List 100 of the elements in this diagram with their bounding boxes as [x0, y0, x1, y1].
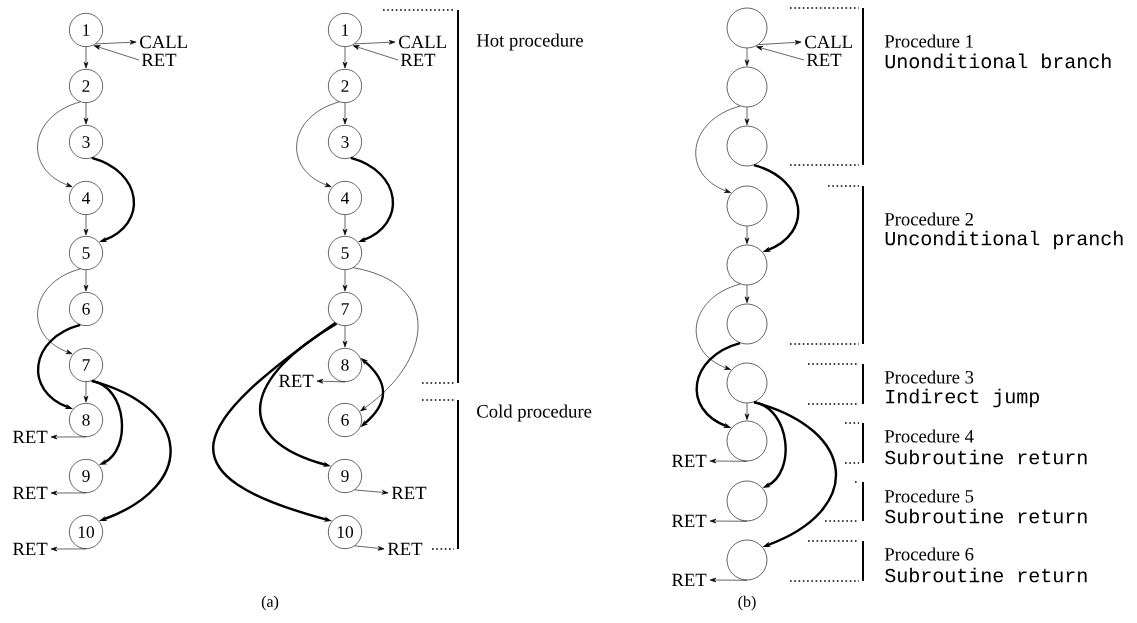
circle-node: 8 [328, 348, 362, 382]
text-label: RET [806, 53, 842, 67]
circle-node: 5 [328, 236, 362, 270]
curved-arrow [753, 400, 787, 488]
circle-node [726, 244, 768, 286]
circle-node: 10 [69, 515, 103, 549]
code-label: Subroutine return [885, 508, 1087, 524]
procedure-label: Procedure 6 [884, 547, 974, 561]
curved-arrow [91, 156, 135, 243]
circle-node: 9 [69, 459, 103, 493]
text-label: RET [141, 53, 177, 67]
circle-node: 2 [69, 69, 103, 103]
arrow [709, 458, 748, 464]
arrow [352, 45, 399, 61]
arrow [93, 45, 140, 61]
curved-arrow [753, 400, 837, 547]
arrow [342, 325, 348, 348]
circle-node [726, 185, 768, 227]
circle-node: 3 [328, 125, 362, 159]
text-label: RET [387, 542, 423, 556]
curved-arrow [259, 322, 338, 467]
procedure-label: Procedure 2 [884, 212, 973, 226]
circle-node [726, 480, 768, 522]
circle-node: 2 [328, 69, 362, 103]
arrow [342, 46, 348, 69]
code-label: Indirect jump [886, 388, 1039, 408]
arrow [50, 434, 87, 440]
circle-node: 10 [328, 515, 362, 549]
circle-node: 1 [328, 13, 362, 47]
code-label: Unonditional branch [885, 53, 1111, 69]
arrow [354, 40, 396, 45]
curved-arrow [37, 323, 81, 410]
text-label: RET [400, 53, 436, 67]
circle-node: 4 [328, 181, 362, 215]
circle-node [726, 420, 768, 462]
code-label: Subroutine return [885, 567, 1087, 583]
arrow [744, 226, 750, 245]
curved-arrow [91, 379, 172, 522]
arrow [756, 46, 805, 61]
arrow [342, 214, 348, 236]
circle-node: 6 [328, 403, 362, 437]
code-label: Subroutine return [885, 449, 1087, 465]
arrow [342, 269, 348, 292]
text-label: CALL [805, 35, 852, 49]
procedure-label: Procedure 1 [884, 34, 973, 48]
circle-node: 7 [328, 292, 362, 326]
text-label: RET [672, 573, 707, 587]
circle-node: 3 [69, 125, 103, 159]
circle-node [726, 7, 768, 49]
procedure-label: Procedure 4 [884, 429, 974, 443]
subfigure-caption: (b) [738, 595, 756, 611]
arrow [83, 46, 89, 69]
arrow [50, 546, 87, 552]
curved-arrow [695, 105, 741, 193]
circle-node: 7 [69, 348, 103, 382]
subfigure-caption: (a) [261, 595, 279, 611]
text-label: RET [279, 374, 314, 388]
circle-node: 5 [69, 236, 103, 270]
curved-arrow [37, 268, 81, 355]
arrow [342, 102, 348, 125]
arrow [95, 40, 137, 45]
text-label: RET [13, 486, 48, 500]
curved-arrow [353, 267, 419, 412]
code-label: Unconditional pranch [885, 230, 1123, 250]
circle-node: 1 [69, 13, 103, 47]
curved-arrow [753, 163, 800, 252]
text-label: RET [13, 430, 48, 444]
arrow [709, 518, 748, 524]
curved-arrow [350, 156, 394, 243]
procedure-label: Cold procedure [477, 404, 592, 422]
arrow [354, 489, 389, 495]
curved-arrow [212, 321, 336, 522]
circle-node: 9 [328, 459, 362, 493]
circle-node: 4 [69, 181, 103, 215]
text-label: RET [672, 454, 707, 468]
circle-node [726, 362, 768, 404]
text-label: RET [672, 514, 707, 528]
circle-node: 8 [69, 403, 103, 437]
text-label: CALL [140, 35, 187, 49]
curved-arrow [696, 283, 741, 370]
curved-arrow [695, 341, 741, 428]
text-label: RET [391, 486, 427, 500]
arrow [354, 545, 385, 551]
arrow [83, 381, 89, 403]
circle-node: 6 [69, 292, 103, 326]
circle-node [726, 303, 768, 345]
arrow [758, 40, 802, 45]
arrow [744, 107, 750, 126]
arrow [83, 102, 89, 125]
arrow [744, 285, 750, 304]
circle-node [726, 125, 768, 167]
circle-node [726, 66, 768, 108]
arrow [744, 403, 750, 421]
arrow [50, 490, 87, 496]
arrow [744, 48, 750, 67]
arrow [709, 577, 748, 583]
arrow [83, 269, 89, 292]
procedure-label: Procedure 5 [884, 489, 974, 503]
curved-arrow [37, 101, 81, 188]
arrow [316, 378, 346, 384]
